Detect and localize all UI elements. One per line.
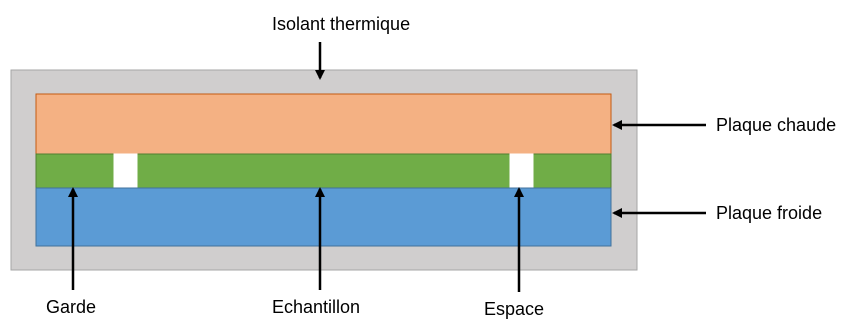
gap-left: [113, 153, 138, 189]
cold-plate-label: Plaque froide: [716, 203, 823, 223]
guard-label: Garde: [46, 297, 97, 317]
gap-right: [509, 153, 534, 189]
hot-plate: [35, 93, 612, 155]
insulation-label: Isolant thermique: [272, 14, 411, 34]
sample-label: Echantillon: [272, 297, 361, 317]
cold-plate: [35, 187, 612, 247]
gap-label: Espace: [484, 299, 545, 319]
hot-plate-label: Plaque chaude: [716, 115, 837, 135]
